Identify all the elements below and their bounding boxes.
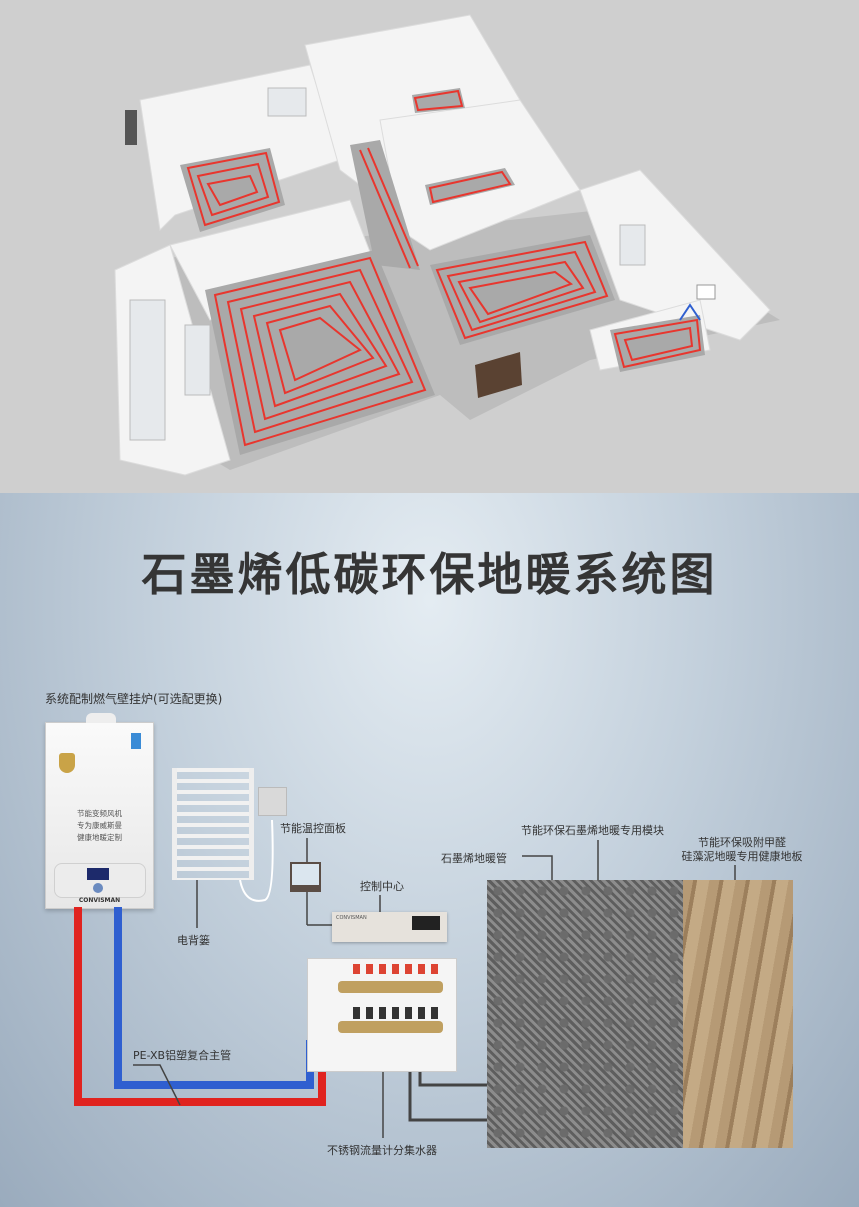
control-center-label: 控制中心 bbox=[360, 880, 404, 893]
floor-plan-illustration bbox=[114, 14, 780, 476]
main-pipe-label: PE-XB铝塑复合主管 bbox=[133, 1049, 232, 1062]
knob-icon[interactable] bbox=[93, 883, 103, 893]
control-panel bbox=[54, 863, 146, 898]
supply-manifold bbox=[338, 981, 443, 993]
power-cord bbox=[239, 819, 274, 902]
floor-label-line2: 硅藻泥地暖专用健康地板 bbox=[681, 850, 803, 863]
power-socket-icon bbox=[258, 787, 287, 816]
boiler-features: 节能变频风机 专为康威斯曼 健康地暖定制 bbox=[46, 808, 153, 844]
heating-pipe-label: 石墨烯地暖管 bbox=[441, 852, 507, 865]
floor-label-line1: 节能环保吸附甲醛 bbox=[698, 836, 786, 849]
feature-line: 健康地暖定制 bbox=[77, 833, 122, 842]
return-manifold bbox=[338, 1021, 443, 1033]
red-valves bbox=[353, 964, 443, 974]
floor-plan-render bbox=[0, 0, 859, 493]
flue-pipe bbox=[86, 713, 116, 723]
manifold-cabinet bbox=[307, 958, 457, 1072]
display-screen bbox=[87, 868, 109, 880]
qr-label-icon bbox=[131, 733, 141, 749]
graphene-module-floor bbox=[487, 880, 683, 1148]
flow-meters bbox=[353, 1007, 443, 1019]
manifold-label: 不锈钢流量计分集水器 bbox=[327, 1144, 437, 1157]
boiler-brand: CONVISMAN bbox=[78, 897, 121, 904]
feature-line: 专为康威斯曼 bbox=[77, 821, 122, 830]
control-brand: CONVISMAN bbox=[336, 915, 367, 921]
feature-line: 节能变频风机 bbox=[77, 809, 122, 818]
boiler-caption: 系统配制燃气壁挂炉(可选配更换) bbox=[45, 692, 223, 706]
module-label: 节能环保石墨烯地暖专用模块 bbox=[521, 824, 664, 837]
leader-lines bbox=[133, 838, 736, 1138]
towel-rack-label: 电背篓 bbox=[177, 934, 210, 947]
thermostat-label: 节能温控面板 bbox=[280, 822, 346, 835]
badge-icon bbox=[59, 753, 75, 773]
control-display bbox=[412, 916, 440, 930]
control-center-box: CONVISMAN bbox=[332, 912, 447, 942]
page-title: 石墨烯低碳环保地暖系统图 bbox=[141, 548, 718, 601]
thermostat-screen bbox=[292, 864, 319, 885]
thermostat-panel[interactable] bbox=[290, 862, 321, 892]
floor-label: 节能环保吸附甲醛 硅藻泥地暖专用健康地板 bbox=[672, 836, 812, 864]
wood-floor bbox=[683, 880, 793, 1148]
electric-towel-rack bbox=[172, 768, 254, 880]
gas-boiler: 节能变频风机 专为康威斯曼 健康地暖定制 CONVISMAN bbox=[45, 713, 154, 909]
